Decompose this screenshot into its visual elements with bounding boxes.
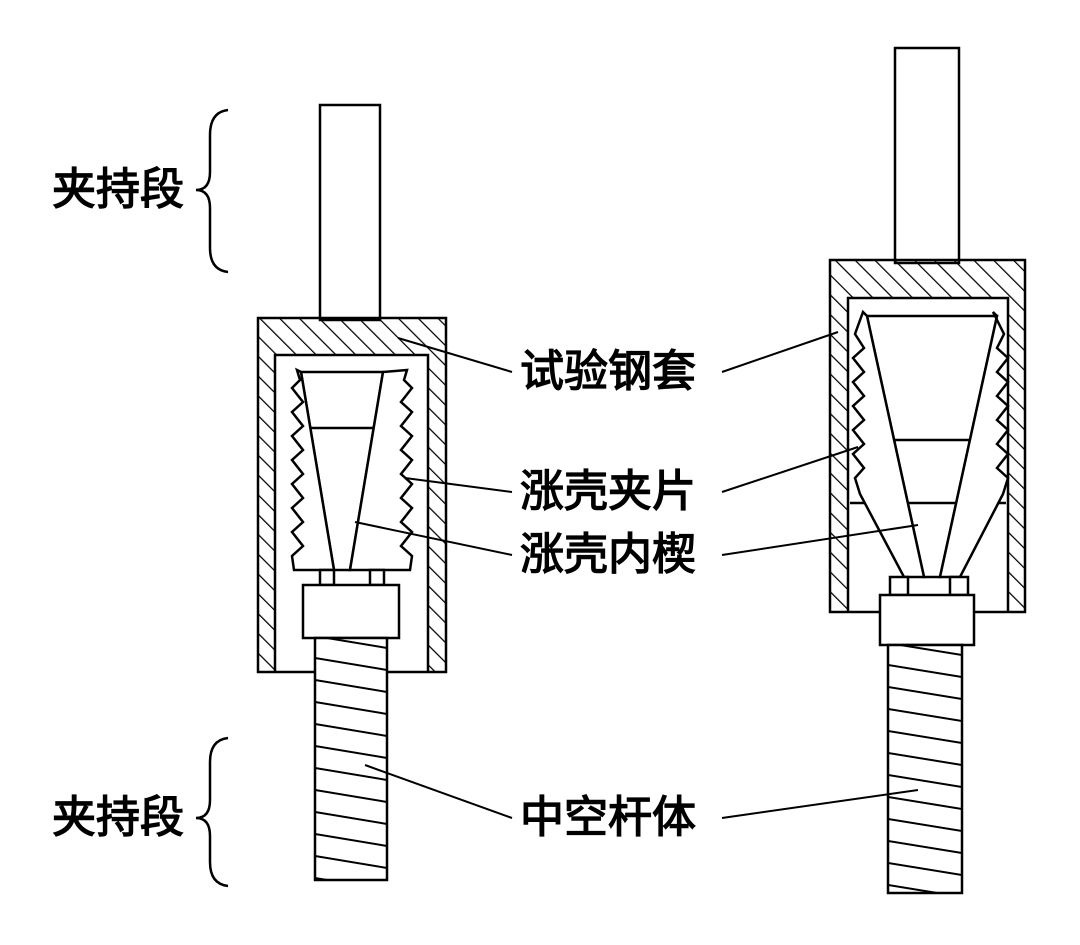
leader-wedge-right <box>721 524 919 556</box>
right-hollow-rod <box>886 643 964 895</box>
label-shell-clip: 涨壳夹片 <box>520 466 696 517</box>
left-rod-nut <box>301 583 401 640</box>
leader-clip-right <box>721 446 859 493</box>
label-steel-sleeve: 试验钢套 <box>520 346 696 397</box>
right-rod-step-right <box>948 575 970 597</box>
label-clamp-section-bottom: 夹持段 <box>52 792 184 843</box>
leader-lines <box>354 331 919 819</box>
left-rod-step-right <box>368 568 386 587</box>
right-rod-step-left <box>888 575 910 597</box>
left-anchor-assembly <box>195 103 448 888</box>
right-anchor-assembly <box>828 46 1027 895</box>
leader-sleeve-left <box>397 337 513 373</box>
leader-wedge-left <box>354 521 513 556</box>
leader-rod-left <box>364 764 513 819</box>
left-clamp-brace-top <box>195 108 229 274</box>
left-shell-clip-left <box>290 367 336 572</box>
label-shell-wedge: 涨壳内楔 <box>520 529 696 580</box>
left-shell-clip-right <box>348 368 414 572</box>
label-hollow-rod: 中空杆体 <box>520 792 696 843</box>
label-clamp-section-top: 夹持段 <box>52 164 184 215</box>
right-steel-sleeve <box>828 258 1027 614</box>
leader-rod-right <box>721 789 919 819</box>
left-rod-step-left <box>318 568 336 587</box>
left-clamp-brace-bottom <box>195 736 229 888</box>
right-rod-nut <box>878 593 976 647</box>
leader-sleeve-right <box>721 331 839 373</box>
left-upper-clamp-bar <box>318 103 382 322</box>
leader-clip-left <box>404 477 513 493</box>
right-upper-clamp-bar <box>893 46 961 265</box>
left-steel-sleeve <box>256 316 448 674</box>
